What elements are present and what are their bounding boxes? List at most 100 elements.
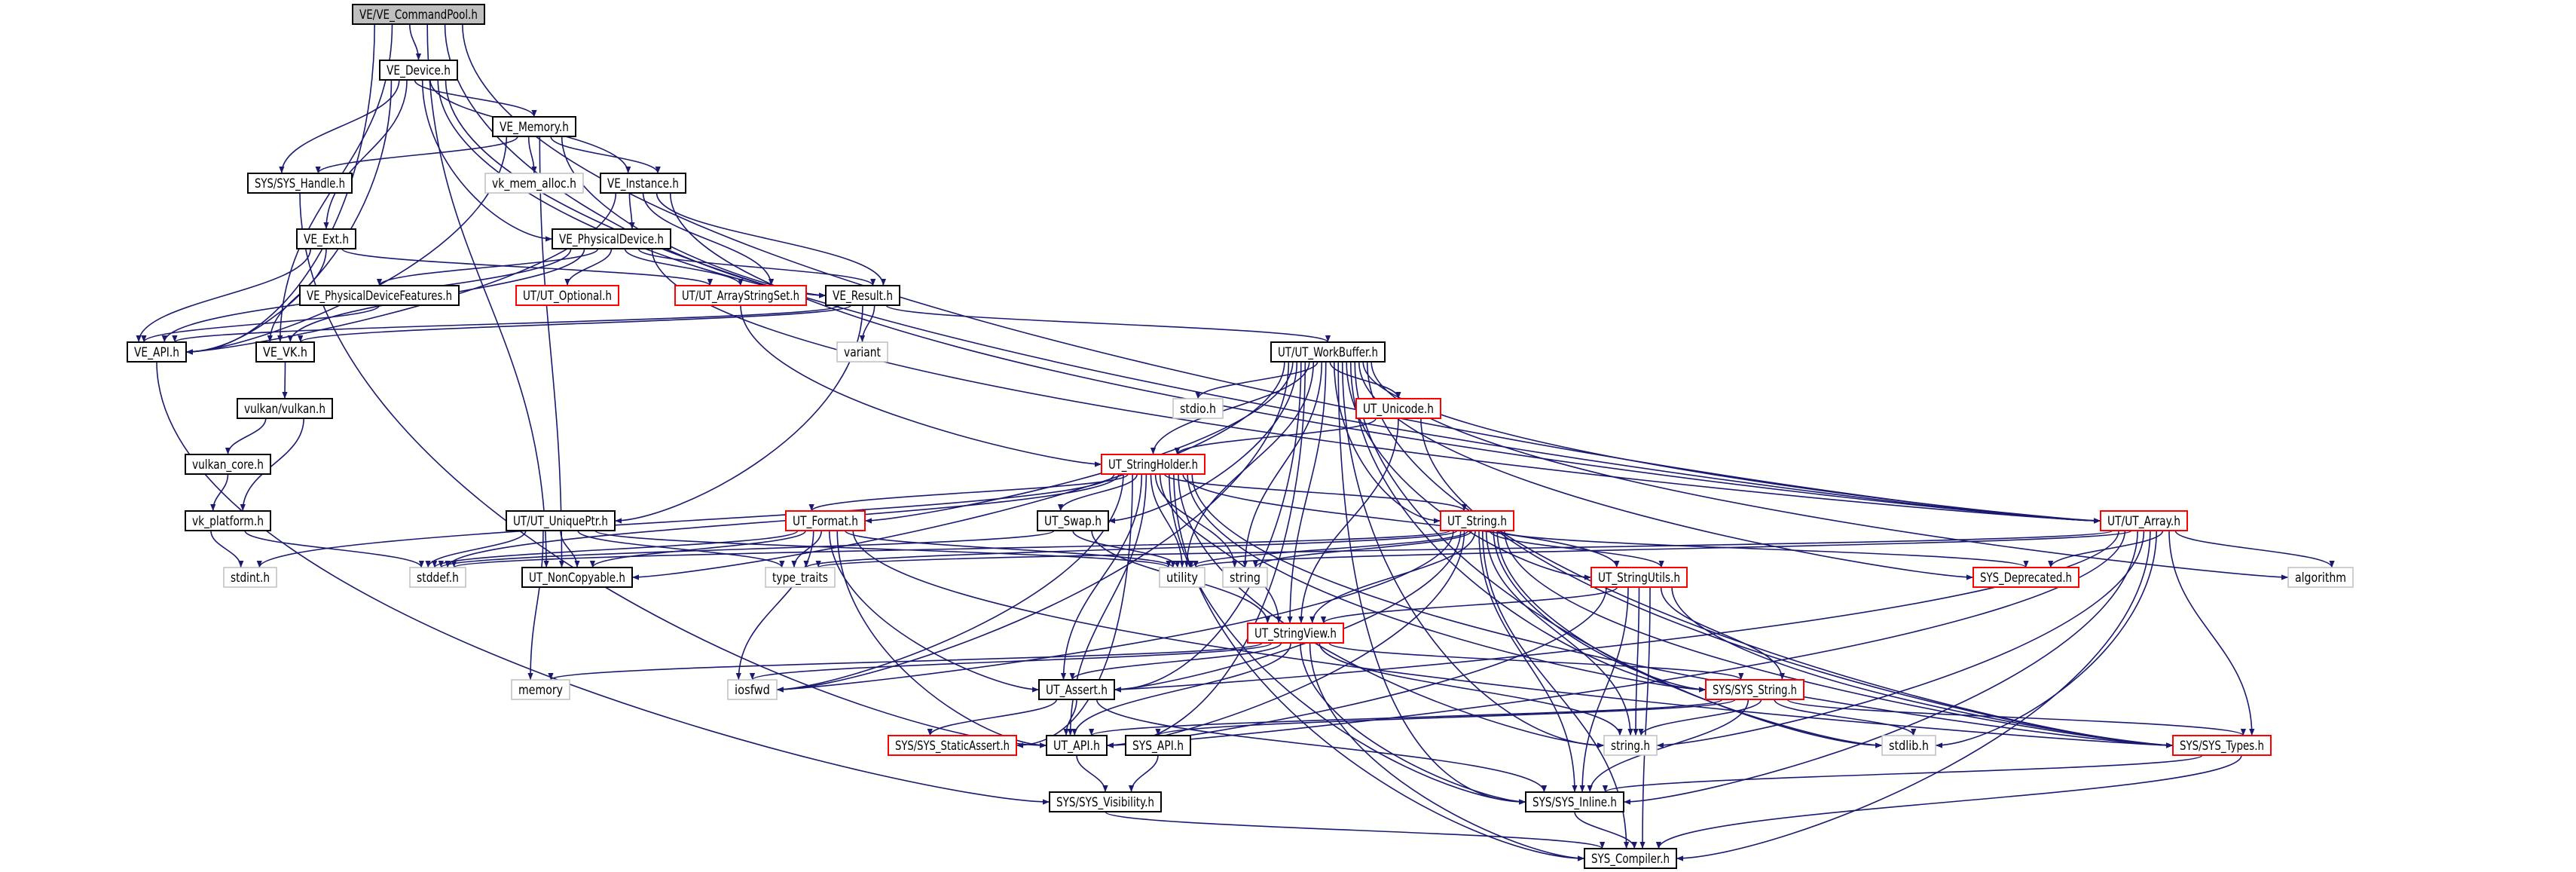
edge-vulkan-to-vk_platform (240, 418, 304, 512)
node-sys-handle[interactable]: SYS/SYS_Handle.h (247, 173, 353, 194)
edge-device-to-ve_api (185, 79, 393, 355)
node-algorithm[interactable]: algorithm (2287, 567, 2354, 588)
node-utility[interactable]: utility (1159, 567, 1205, 588)
node-type-traits[interactable]: type_traits (765, 567, 836, 588)
node-label: stdint.h (231, 571, 270, 586)
edge-workbuffer-to-stringholder (1150, 361, 1310, 455)
node-noncopyable[interactable]: UT_NonCopyable.h (521, 567, 633, 588)
edge-ut_string-to-string_h (1485, 530, 1633, 736)
edge-device-to-memory_h (414, 79, 537, 118)
node-inline[interactable]: SYS/SYS_Inline.h (1525, 791, 1624, 812)
node-commandpool[interactable]: VE/VE_CommandPool.h (352, 4, 485, 25)
node-ve-vk[interactable]: VE_VK.h (255, 341, 315, 363)
node-box (1440, 510, 1514, 531)
node-sys-api[interactable]: SYS_API.h (1125, 735, 1191, 756)
node-box (1705, 679, 1804, 700)
node-variant[interactable]: variant (836, 341, 888, 363)
edge-result-to-ve_vk (298, 304, 852, 343)
edge-instance-to-ut_array (669, 192, 2101, 524)
edge-stringview-to-memory (548, 642, 1263, 681)
node-ut-array[interactable]: UT/UT_Array.h (2100, 510, 2188, 531)
node-box (552, 228, 671, 249)
node-label: VE/VE_CommandPool.h (359, 8, 478, 23)
node-compiler[interactable]: SYS_Compiler.h (1584, 848, 1677, 869)
node-stdlib[interactable]: stdlib.h (1881, 735, 1936, 756)
node-vk-mem-alloc[interactable]: vk_mem_alloc.h (484, 173, 584, 194)
edge-ut_string-to-utility (1188, 530, 1469, 568)
node-format[interactable]: UT_Format.h (785, 510, 866, 531)
node-label: VE_VK.h (263, 345, 307, 360)
edge-instance-to-physdev (628, 192, 635, 230)
node-optional[interactable]: UT/UT_Optional.h (515, 285, 619, 306)
edge-physdev-to-arraystringset (624, 248, 744, 286)
node-result[interactable]: VE_Result.h (825, 285, 900, 306)
node-visibility[interactable]: SYS/SYS_Visibility.h (1049, 791, 1162, 812)
edge-workbuffer-to-stdlib (1354, 361, 1883, 748)
node-vulkan[interactable]: vulkan/vulkan.h (237, 398, 333, 419)
node-box (247, 173, 353, 194)
node-stdint[interactable]: stdint.h (223, 567, 277, 588)
node-ut-api[interactable]: UT_API.h (1046, 735, 1108, 756)
node-memory-h[interactable]: VE_Memory.h (492, 116, 576, 137)
node-sys-types[interactable]: SYS/SYS_Types.h (2172, 735, 2272, 756)
node-box (2287, 567, 2354, 588)
node-unicode[interactable]: UT_Unicode.h (1355, 398, 1441, 419)
node-label: UT/UT_Array.h (2107, 514, 2180, 529)
edge-memory_h-to-sys_handle (315, 136, 518, 174)
node-workbuffer[interactable]: UT/UT_WorkBuffer.h (1270, 341, 1386, 363)
edge-stringview-to-sys_string (1328, 642, 1744, 681)
node-stringholder[interactable]: UT_StringHolder.h (1101, 454, 1205, 475)
node-label: UT_StringHolder.h (1108, 457, 1198, 473)
edge-workbuffer-to-unicode (1329, 361, 1401, 399)
node-vk-platform[interactable]: vk_platform.h (185, 510, 271, 531)
edge-sys_string-to-string_h (1638, 699, 1762, 736)
node-label: vulkan/vulkan.h (244, 402, 325, 417)
node-sys-string[interactable]: SYS/SYS_String.h (1705, 679, 1804, 700)
node-arraystringset[interactable]: UT/UT_ArrayStringSet.h (674, 285, 807, 306)
edge-physdev-to-optional (564, 248, 613, 286)
edge-unicode-to-stringholder (1174, 418, 1377, 455)
edge-stringview-to-compiler (1309, 642, 1585, 861)
node-label: UT/UT_ArrayStringSet.h (682, 289, 799, 304)
edge-vk_platform-to-stdint (210, 530, 244, 568)
edge-sys_string-to-ut_api (1089, 699, 1723, 736)
node-stddef[interactable]: stddef.h (409, 567, 466, 588)
node-deprecated[interactable]: SYS_Deprecated.h (1972, 567, 2079, 588)
edge-ut_string-to-stddef (451, 530, 1450, 568)
node-box (1972, 567, 2079, 588)
edge-device-to-ext (323, 79, 408, 230)
node-label: SYS/SYS_Visibility.h (1056, 795, 1154, 810)
node-box (185, 510, 271, 531)
node-ve-api[interactable]: VE_API.h (127, 341, 187, 363)
node-memory[interactable]: memory (511, 679, 570, 700)
edge-ext-to-arraystringset (341, 248, 713, 286)
node-swap[interactable]: UT_Swap.h (1037, 510, 1109, 531)
node-ut-string[interactable]: UT_String.h (1440, 510, 1514, 531)
node-ext[interactable]: VE_Ext.h (296, 228, 356, 249)
node-iosfwd[interactable]: iosfwd (727, 679, 778, 700)
node-vulkan-core[interactable]: vulkan_core.h (185, 454, 271, 475)
edge-stringholder-to-stddef (445, 473, 1120, 568)
node-uniqueptr[interactable]: UT/UT_UniquePtr.h (506, 510, 616, 531)
node-stringutils[interactable]: UT_StringUtils.h (1591, 567, 1688, 588)
node-physdev[interactable]: VE_PhysicalDevice.h (552, 228, 671, 249)
edge-sys_string-to-inline (1587, 699, 1749, 793)
node-box (511, 679, 570, 700)
node-stringview[interactable]: UT_StringView.h (1247, 623, 1344, 644)
edge-stringholder-to-sys_string (1187, 473, 1707, 693)
edge-workbuffer-to-string (1242, 361, 1323, 568)
node-device[interactable]: VE_Device.h (379, 60, 458, 81)
node-string-h[interactable]: string.h (1603, 735, 1658, 756)
node-box (409, 567, 466, 588)
node-assert[interactable]: UT_Assert.h (1038, 679, 1115, 700)
node-physdevfeat[interactable]: VE_PhysicalDeviceFeatures.h (299, 285, 460, 306)
node-label: VE_API.h (134, 345, 179, 360)
node-stdio[interactable]: stdio.h (1172, 398, 1224, 419)
edge-inline-to-compiler (1574, 811, 1637, 849)
node-box (127, 341, 187, 363)
node-staticassert[interactable]: SYS/SYS_StaticAssert.h (888, 735, 1017, 756)
node-string[interactable]: string (1222, 567, 1268, 588)
node-instance[interactable]: VE_Instance.h (600, 173, 686, 194)
node-box (1172, 398, 1224, 419)
edge-ut_string-to-iosfwd (776, 530, 1454, 693)
